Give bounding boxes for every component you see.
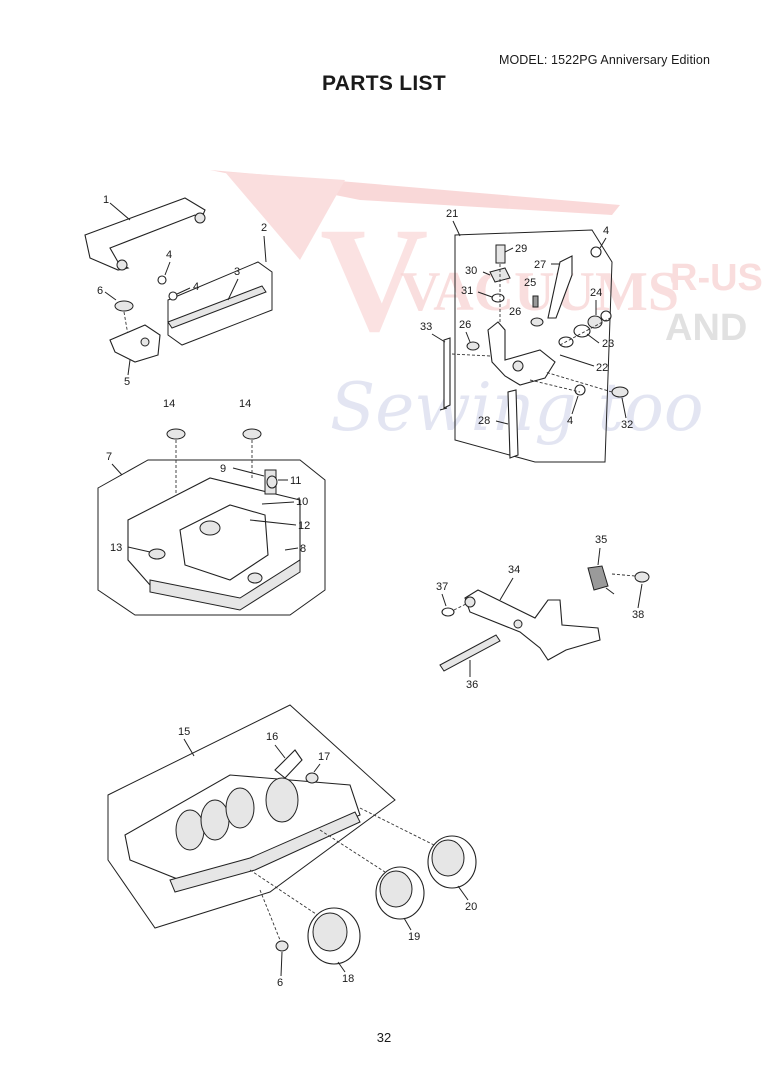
part-34-lever: [464, 589, 601, 661]
lever-group-frame: [454, 229, 613, 463]
callout-3: 3: [234, 266, 240, 278]
callout-19: 19: [408, 931, 420, 943]
callout-14-a: 14: [163, 398, 175, 410]
part-28-rod: [507, 389, 519, 459]
cam-assembly: 15 16 17 20 19 18 6: [107, 704, 477, 989]
base-group-frame: [97, 459, 326, 616]
callout-20: 20: [465, 901, 477, 913]
callout-4-d: 4: [567, 415, 573, 427]
callout-38: 38: [632, 609, 644, 621]
part-16-spring-arm: [274, 749, 303, 779]
part-33-spring: [443, 337, 451, 409]
callout-7: 7: [106, 451, 112, 463]
callout-4-c: 4: [603, 225, 609, 237]
part-6-screw: [275, 940, 289, 952]
callout-8: 8: [300, 543, 306, 555]
callout-25: 25: [524, 277, 536, 289]
callout-4-a: 4: [166, 249, 172, 261]
callout-6-b: 6: [277, 977, 283, 989]
part-13-screw: [148, 548, 166, 560]
callout-23: 23: [602, 338, 614, 350]
part-32-screw: [611, 386, 629, 398]
callout-4-b: 4: [193, 281, 199, 293]
callout-24: 24: [590, 287, 602, 299]
part-11-screw: [266, 475, 278, 489]
part-17-screw: [305, 772, 319, 784]
callout-13: 13: [110, 542, 122, 554]
callout-18: 18: [342, 973, 354, 985]
part-14-screw-a: [166, 428, 186, 440]
callout-10: 10: [296, 496, 308, 508]
shaft-group-frame: [167, 261, 273, 346]
callout-26-b: 26: [509, 306, 521, 318]
callout-9: 9: [220, 463, 226, 475]
watermark-logo: V VACUUMS R-US AND Sewing too: [210, 170, 763, 446]
callout-28: 28: [478, 415, 490, 427]
callout-2: 2: [261, 222, 267, 234]
callout-21: 21: [446, 208, 458, 220]
callout-16: 16: [266, 731, 278, 743]
page-title: PARTS LIST: [322, 72, 446, 95]
callout-30: 30: [465, 265, 477, 277]
base-plate-assembly: 7 14 14 9 11 10 12 8 13: [97, 398, 326, 616]
callout-35: 35: [595, 534, 607, 546]
watermark-word-vacuums: VACUUMS: [400, 261, 679, 323]
part-37-washer: [441, 607, 455, 617]
part-1-handle: [84, 197, 206, 271]
part-27-link: [547, 255, 573, 319]
watermark-word-and: AND: [665, 307, 747, 349]
part-35-spring: [587, 565, 609, 591]
callout-33: 33: [420, 321, 432, 333]
part-14-screw-b: [242, 428, 262, 440]
model-label: MODEL: 1522PG Anniversary Edition: [498, 53, 710, 67]
cam-group-frame: [107, 704, 396, 929]
callout-22: 22: [596, 362, 608, 374]
part-36-pin: [439, 634, 501, 672]
callout-32: 32: [621, 419, 633, 431]
page-number: 32: [376, 1030, 392, 1045]
callout-26-a: 26: [459, 319, 471, 331]
callout-12: 12: [298, 520, 310, 532]
callout-14-b: 14: [239, 398, 251, 410]
callout-34: 34: [508, 564, 520, 576]
handle-shaft-assembly: 1 2 3 4 4 6 5: [84, 194, 273, 388]
lever-assembly: 21 29 30 31 25 26 26 27 4 22 23: [420, 208, 633, 463]
callout-27: 27: [534, 259, 546, 271]
lever-34-assembly: 34 35 38 37 36: [436, 534, 650, 691]
watermark-word-rus: R-US: [670, 257, 763, 299]
callout-36: 36: [466, 679, 478, 691]
part-22-lever-body: [487, 321, 556, 386]
callout-6-a: 6: [97, 285, 103, 297]
callout-17: 17: [318, 751, 330, 763]
part-3-shaft: [167, 285, 267, 329]
part-38-screw: [634, 571, 650, 583]
part-29-screw: [495, 244, 506, 264]
callout-1: 1: [103, 194, 109, 206]
part-5-bracket: [109, 324, 161, 363]
callout-31: 31: [461, 285, 473, 297]
callout-5: 5: [124, 376, 130, 388]
svg-text:V: V: [320, 197, 428, 363]
callout-11: 11: [290, 475, 301, 487]
callout-15: 15: [178, 726, 190, 738]
callout-29: 29: [515, 243, 527, 255]
callout-37: 37: [436, 581, 448, 593]
